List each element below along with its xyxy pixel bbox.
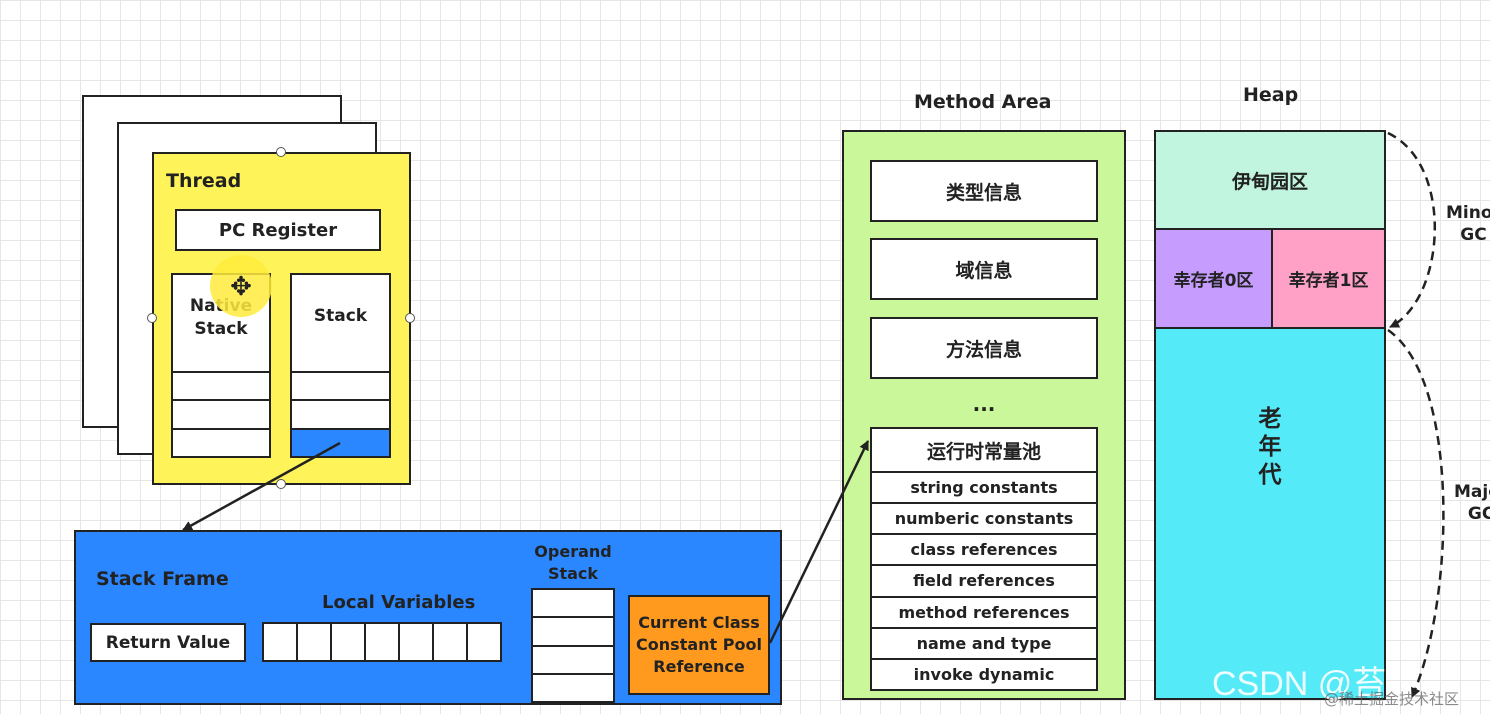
- runtime-constant-pool[interactable]: 运行时常量池 string constants numberic constan…: [870, 427, 1098, 691]
- java-stack-cell: [292, 373, 389, 402]
- pc-register: PC Register: [175, 209, 381, 251]
- java-stack-top-frame[interactable]: [292, 429, 389, 456]
- type-info: 类型信息: [870, 160, 1098, 222]
- java-stack-cell: [292, 401, 389, 430]
- old-generation: 老 年 代: [1258, 406, 1282, 488]
- resize-handle-left[interactable]: [147, 313, 157, 323]
- constant-pool-reference[interactable]: Current Class Constant Pool Reference: [628, 595, 770, 695]
- heap-title: Heap: [1243, 84, 1299, 106]
- pool-entry-method: method references: [872, 598, 1096, 629]
- pool-entry-string: string constants: [872, 473, 1096, 505]
- cursor-highlight: [210, 255, 272, 317]
- local-variable-slot: [264, 624, 298, 660]
- method-area-ellipsis: ...: [972, 392, 996, 416]
- stack-frame-title: Stack Frame: [96, 568, 229, 590]
- survivor-1-space: 幸存者1区: [1273, 230, 1384, 329]
- native-stack-cells: [173, 371, 269, 456]
- pool-entry-invoke-dynamic: invoke dynamic: [913, 664, 1055, 684]
- return-value: Return Value: [90, 623, 246, 662]
- pool-entry-numeric: numberic constants: [872, 504, 1096, 536]
- native-stack-cell: [173, 373, 269, 402]
- method-area[interactable]: 类型信息 域信息 方法信息 ... 运行时常量池 string constant…: [842, 130, 1126, 700]
- local-variable-slot: [298, 624, 332, 660]
- runtime-constant-pool-title: 运行时常量池: [872, 429, 1096, 473]
- operand-stack-cell: [533, 618, 613, 647]
- watermark-sub: @稀土掘金技术社区: [1324, 690, 1460, 708]
- local-variable-slot: [332, 624, 366, 660]
- resize-handle-top[interactable]: [276, 147, 286, 157]
- operand-stack-label: Operand Stack: [534, 542, 612, 583]
- pool-entry-class: class references: [872, 535, 1096, 567]
- local-variable-slot: [400, 624, 434, 660]
- watermark-main: CSDN @苔: [1212, 665, 1387, 703]
- thread-box[interactable]: Thread PC Register Native Stack Stack: [152, 152, 411, 485]
- major-gc-arrow: [1387, 328, 1445, 698]
- local-variables-label: Local Variables: [322, 592, 476, 613]
- operand-stack-cell: [533, 647, 613, 675]
- minor-gc-arrow: [1387, 131, 1437, 329]
- java-stack: Stack: [290, 273, 391, 458]
- pool-entry-field: field references: [872, 566, 1096, 598]
- local-variable-slot: [434, 624, 468, 660]
- pool-entry-name-and-type: name and type: [872, 629, 1096, 660]
- thread-title: Thread: [166, 170, 242, 192]
- operand-stack: [531, 588, 615, 703]
- java-stack-label: Stack: [313, 306, 368, 326]
- move-cursor-icon: ✥: [230, 272, 252, 302]
- java-stack-cells: [292, 371, 389, 456]
- operand-stack-cell: [533, 675, 613, 701]
- eden-space: 伊甸园区: [1156, 132, 1384, 230]
- resize-handle-right[interactable]: [405, 313, 415, 323]
- survivor-0-space: 幸存者0区: [1156, 230, 1273, 329]
- local-variable-slot: [468, 624, 500, 660]
- local-variables-slots: [262, 622, 502, 662]
- native-stack-cell: [173, 401, 269, 430]
- resize-handle-bottom[interactable]: [276, 479, 286, 489]
- minor-gc-label: Minor GC: [1446, 203, 1490, 245]
- method-area-title: Method Area: [914, 91, 1052, 113]
- major-gc-label: Major GC: [1454, 482, 1490, 524]
- stack-frame[interactable]: Stack Frame Return Value Local Variables…: [74, 530, 782, 705]
- heap[interactable]: 伊甸园区 幸存者0区 幸存者1区 老 年 代: [1154, 130, 1386, 700]
- operand-stack-cell: [533, 590, 613, 619]
- local-variable-slot: [366, 624, 400, 660]
- native-stack-cell: [173, 430, 269, 456]
- field-info: 域信息: [870, 238, 1098, 300]
- method-info: 方法信息: [870, 317, 1098, 379]
